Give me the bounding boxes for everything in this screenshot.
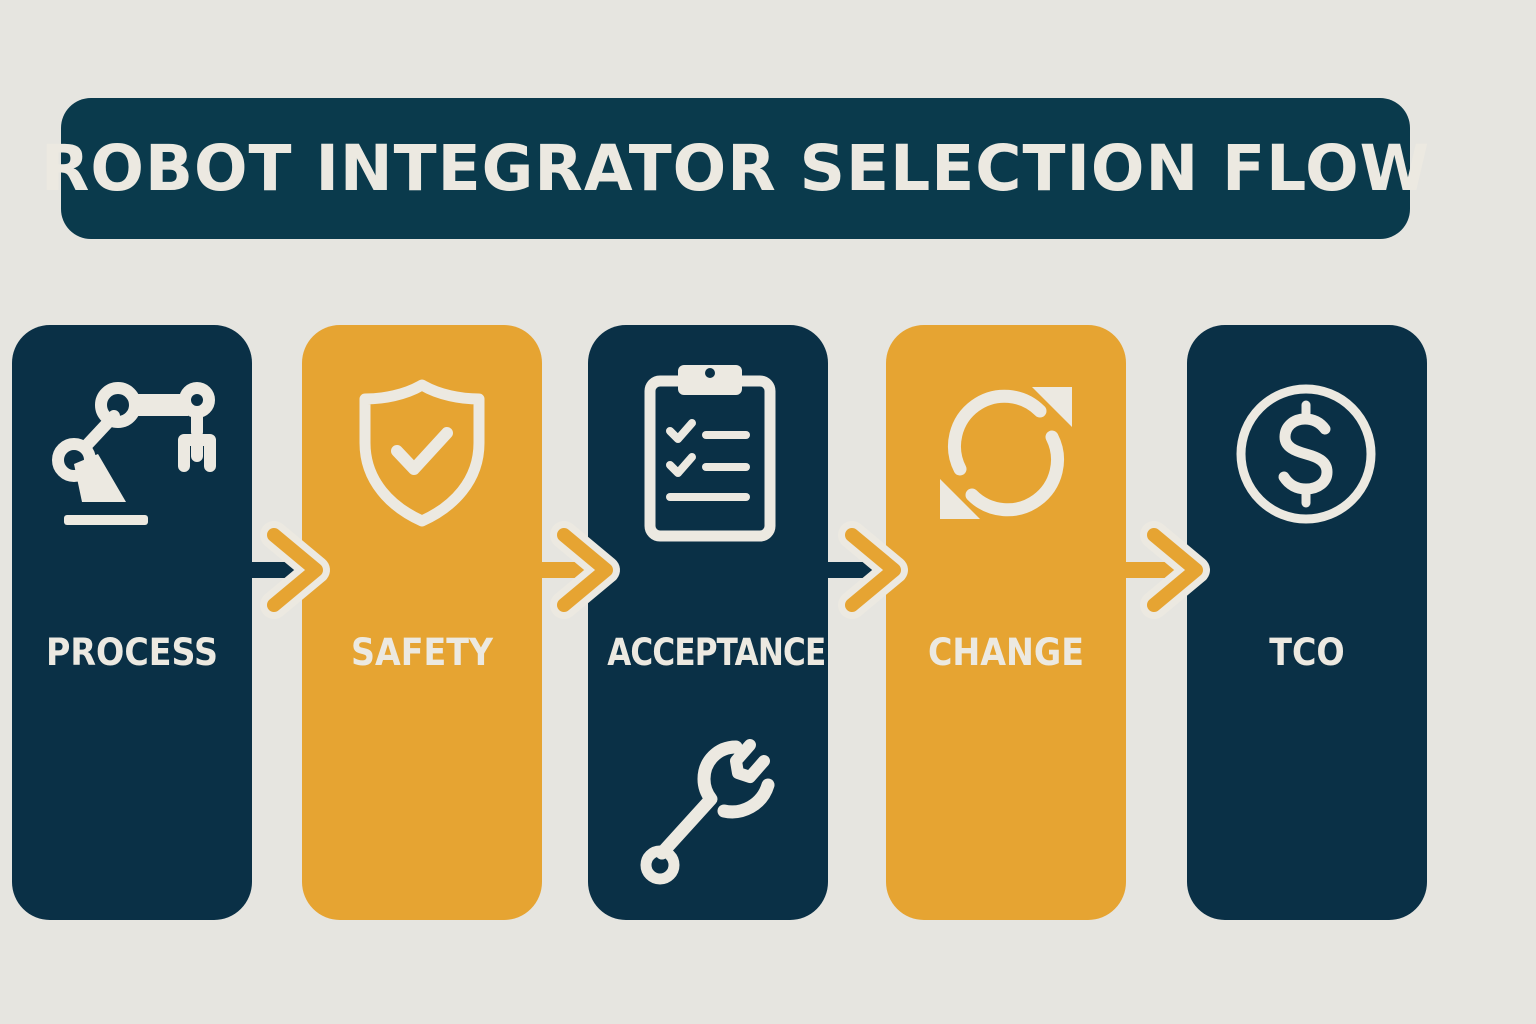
- refresh-arrows-icon: [940, 387, 1072, 519]
- step-label-safety: SAFETY: [350, 631, 494, 674]
- step-card-change: CHANGE: [886, 325, 1126, 920]
- step-card-process: PROCESS: [12, 325, 252, 920]
- step-label-tco: TCO: [1269, 631, 1345, 674]
- shield-check-icon: [359, 379, 485, 527]
- title-banner: ROBOT INTEGRATOR SELECTION FLOW: [41, 98, 1429, 239]
- step-card-safety: SAFETY: [302, 325, 542, 920]
- step-card-tco: TCO: [1187, 325, 1427, 920]
- step-card-acceptance: ACCEPTANCE: [588, 325, 828, 920]
- diagram-title: ROBOT INTEGRATOR SELECTION FLOW: [40, 132, 1431, 205]
- step-label-acceptance: ACCEPTANCE: [607, 631, 826, 674]
- flow-arrow-1: [260, 521, 330, 619]
- robot-arm-icon: [52, 382, 216, 525]
- wrench-icon: [640, 739, 775, 885]
- flow-arrow-2: [550, 521, 620, 619]
- flow-arrow-3: [838, 521, 908, 619]
- step-label-process: PROCESS: [45, 631, 219, 674]
- flow-arrow-4: [1140, 521, 1210, 619]
- clipboard-checklist-icon: [644, 365, 776, 542]
- dollar-coin-icon: [1236, 384, 1376, 524]
- step-label-change: CHANGE: [927, 631, 1085, 674]
